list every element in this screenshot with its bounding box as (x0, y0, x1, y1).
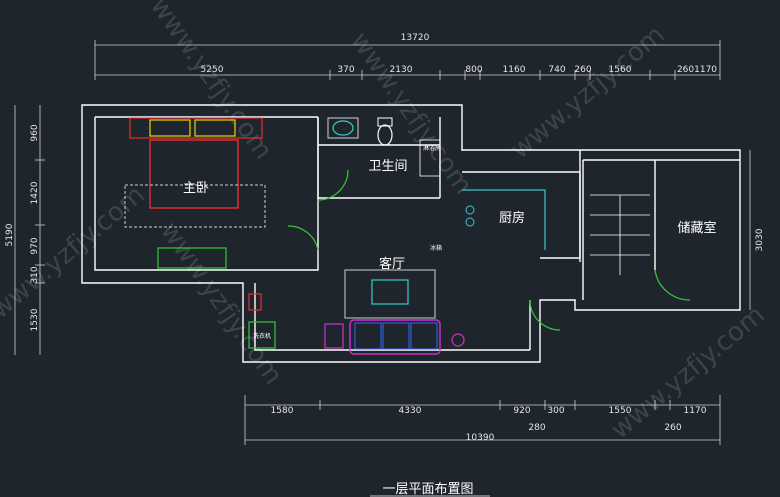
dim-top: 1160 (503, 65, 526, 75)
wardrobe (157, 247, 227, 269)
dim-bottom: 1170 (684, 406, 707, 416)
watermark-text: www.yzfjy.com (154, 217, 288, 390)
dim-left: 1530 (30, 308, 40, 331)
dim-top: 370 (337, 65, 354, 75)
fixtures (124, 117, 691, 355)
kitchen-counter (462, 189, 546, 250)
water-heater (248, 293, 262, 311)
walls (81, 104, 741, 363)
stove-burner (465, 217, 475, 227)
dim-top: 260 (574, 65, 591, 75)
toilet (377, 124, 393, 146)
dim-bottom: 300 (547, 406, 564, 416)
sofa-cushion (354, 322, 382, 350)
door-arc (529, 299, 561, 331)
label-fridge: 冰箱 (430, 244, 442, 252)
dim-top: 2130 (390, 65, 413, 75)
dim-total-top: 13720 (401, 33, 430, 43)
dim-right: 3030 (755, 228, 765, 251)
left-dimensions: 5190 960 1420 970 310 1530 (5, 105, 45, 355)
door-arc (654, 269, 691, 301)
sofa-cushion (410, 322, 438, 350)
bed (149, 139, 239, 209)
sofa (349, 319, 441, 355)
dim-bottom: 4330 (399, 406, 422, 416)
staircase (590, 194, 650, 275)
pillow (194, 119, 236, 137)
watermark-text: www.yzfjy.com (344, 27, 478, 200)
sofa-cushion (382, 322, 410, 350)
dim-top: 2601170 (677, 65, 717, 75)
label-kitchen: 厨房 (499, 210, 525, 226)
side-lamp (451, 333, 465, 347)
dim-bottom: 260 (664, 423, 681, 433)
watermark-text: www.yzfjy.com (605, 300, 770, 445)
pillow (149, 119, 191, 137)
vanity (327, 117, 359, 139)
side-table (324, 323, 344, 349)
toilet-tank (377, 117, 393, 127)
dim-left: 1420 (30, 181, 40, 204)
dim-top: 740 (548, 65, 565, 75)
label-bathroom: 卫生间 (368, 159, 407, 174)
stove-burner (465, 205, 475, 215)
label-laundry: 洗衣机 (253, 332, 271, 340)
bottom-dimensions: 1580 4330 920 300 1550 1170 280 260 1039… (244, 395, 721, 445)
label-shower: 淋浴房 (423, 144, 441, 152)
dim-left: 310 (30, 266, 40, 283)
top-dimensions: 13720 5250 370 2130 800 1160 740 260 156… (94, 33, 721, 80)
room-labels: 主卧 卫生间 客厅 厨房 储藏室 淋浴房 冰箱 洗衣机 (183, 144, 717, 340)
watermark-text: www.yzfjy.com (505, 20, 670, 165)
coffee-table (371, 279, 409, 305)
dim-left: 970 (30, 237, 40, 254)
door-arc (317, 169, 349, 201)
label-storage-room: 储藏室 (677, 220, 716, 236)
wash-basin (332, 120, 354, 136)
dim-top: 5250 (201, 65, 224, 75)
dim-bottom: 920 (513, 406, 530, 416)
washing-machine (248, 321, 276, 349)
coffee-table-area (344, 269, 436, 319)
watermark-text: www.yzfjy.com (0, 180, 150, 325)
label-master-bedroom: 主卧 (183, 181, 209, 196)
right-dimensions: 3030 (749, 150, 765, 310)
dim-bottom: 280 (528, 423, 545, 433)
shower-area (419, 139, 441, 177)
dim-bottom: 1550 (609, 406, 632, 416)
rug (124, 184, 266, 228)
dim-bottom: 1580 (271, 406, 294, 416)
dim-total-bottom: 10390 (466, 433, 495, 443)
plan-title: 一层平面布置图 (382, 482, 473, 497)
door-arc (287, 225, 319, 251)
dim-total-left: 5190 (5, 223, 15, 246)
dim-top: 1560 (609, 65, 632, 75)
dim-left: 960 (30, 124, 40, 141)
bedhead (129, 117, 263, 139)
label-living-room: 客厅 (379, 256, 405, 272)
dim-top: 800 (465, 65, 482, 75)
